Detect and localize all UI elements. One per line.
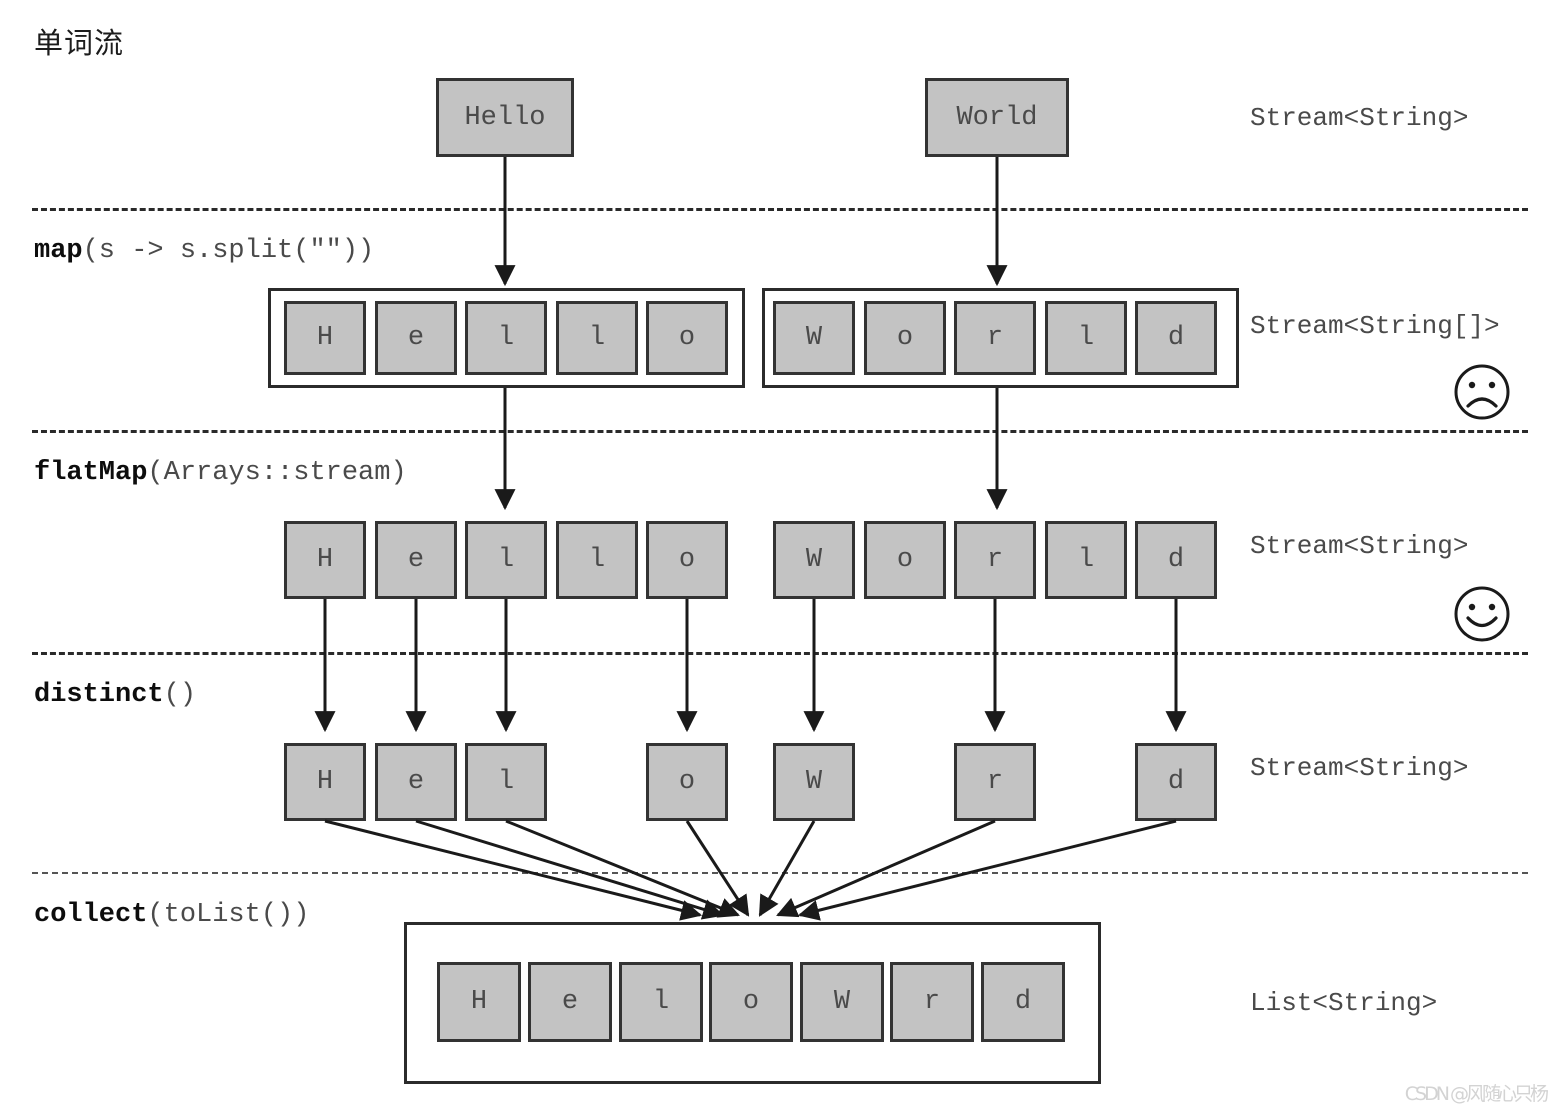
map-letter-cell: o <box>646 301 728 375</box>
type-label-source: Stream<String> <box>1250 103 1469 133</box>
flatmap-letter-cell: o <box>646 521 728 599</box>
distinct-letter-cell: W <box>773 743 855 821</box>
flatmap-letter-cell: r <box>954 521 1036 599</box>
arrow-distinct-to-list <box>758 820 816 917</box>
flatmap-letter-cell: l <box>556 521 638 599</box>
op-name-flatmap: flatMap <box>34 458 148 488</box>
flatmap-letter-cell: o <box>864 521 946 599</box>
flatmap-letter-cell: W <box>773 521 855 599</box>
map-letter-cell: l <box>556 301 638 375</box>
flatmap-letter-cell: e <box>375 521 457 599</box>
op-label-collect: collect(toList()) <box>34 900 309 930</box>
separator-map <box>32 208 1528 211</box>
page-title: 单词流 <box>34 26 125 60</box>
map-letter-cell: r <box>954 301 1036 375</box>
map-letter-cell: H <box>284 301 366 375</box>
happy-face-icon <box>1454 586 1510 642</box>
distinct-letter-cell: d <box>1135 743 1217 821</box>
sad-face-icon <box>1454 364 1510 420</box>
op-name-map: map <box>34 236 83 266</box>
flatmap-letter-cell: l <box>1045 521 1127 599</box>
flatmap-letter-cell: l <box>465 521 547 599</box>
map-letter-cell: d <box>1135 301 1217 375</box>
distinct-letter-cell: l <box>465 743 547 821</box>
arrow-distinct-to-list <box>505 819 740 918</box>
collect-letter-cell: r <box>890 962 974 1042</box>
map-letter-cell: e <box>375 301 457 375</box>
op-args-flatmap: (Arrays::stream) <box>147 458 407 488</box>
map-letter-cell: l <box>1045 301 1127 375</box>
flatmap-letter-cell: H <box>284 521 366 599</box>
type-label-collect: List<String> <box>1250 988 1438 1018</box>
op-name-distinct: distinct <box>34 680 164 710</box>
map-letter-cell: o <box>864 301 946 375</box>
arrow-distinct-to-list <box>415 819 725 920</box>
separator-flatmap <box>32 430 1528 433</box>
flatmap-letter-cell: d <box>1135 521 1217 599</box>
collect-letter-cell: H <box>437 962 521 1042</box>
source-word-box: World <box>925 78 1069 157</box>
op-args-distinct: () <box>163 680 197 710</box>
collect-letter-cell: o <box>709 962 793 1042</box>
collect-letter-cell: e <box>528 962 612 1042</box>
distinct-letter-cell: e <box>375 743 457 821</box>
type-label-map: Stream<String[]> <box>1250 311 1500 341</box>
type-label-distinct: Stream<String> <box>1250 753 1469 783</box>
op-label-map: map(s -> s.split("")) <box>34 236 374 266</box>
arrow-distinct-to-list <box>685 820 750 917</box>
source-word-box: Hello <box>436 78 574 157</box>
collect-letter-cell: W <box>800 962 884 1042</box>
distinct-letter-cell: o <box>646 743 728 821</box>
arrow-distinct-to-list <box>324 819 703 921</box>
arrow-distinct-to-list <box>797 819 1177 921</box>
op-label-distinct: distinct() <box>34 680 196 710</box>
watermark: CSDN @风随心只杨 <box>1404 1083 1549 1105</box>
type-label-flatmap: Stream<String> <box>1250 531 1469 561</box>
arrow-distinct-to-list <box>776 819 996 918</box>
op-name-collect: collect <box>34 900 148 930</box>
collect-letter-cell: d <box>981 962 1065 1042</box>
op-label-flatmap: flatMap(Arrays::stream) <box>34 458 407 488</box>
distinct-letter-cell: r <box>954 743 1036 821</box>
separator-distinct <box>32 652 1528 655</box>
map-letter-cell: l <box>465 301 547 375</box>
op-args-collect: (toList()) <box>147 900 310 930</box>
separator-collect <box>32 872 1528 874</box>
op-args-map: (s -> s.split("")) <box>82 236 375 266</box>
collect-letter-cell: l <box>619 962 703 1042</box>
distinct-letter-cell: H <box>284 743 366 821</box>
map-letter-cell: W <box>773 301 855 375</box>
